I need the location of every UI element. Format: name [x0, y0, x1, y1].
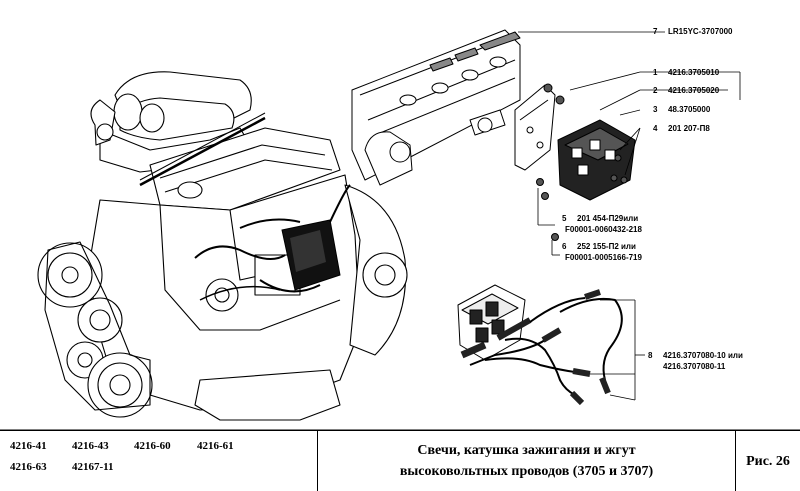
engine-model: 4216-61 [197, 440, 234, 452]
callout-part-number: 252 155-П2 или [577, 242, 636, 251]
callout-part-number: 4216.3707080-10 или [663, 351, 743, 360]
title-cell: Свечи, катушка зажигания и жгут высоково… [318, 430, 736, 491]
callout-number: 2 [653, 86, 658, 95]
callout-number: 3 [653, 105, 658, 114]
figure-number-cell: Рис. 26 [736, 430, 800, 491]
engine-model: 4216-60 [134, 440, 171, 452]
callout-part-number: 4216.3705010 [668, 68, 720, 77]
callout-part-number-alt: F00001-0005166-719 [565, 253, 642, 262]
callout-number: 1 [653, 68, 658, 77]
engine-model: 4216-41 [10, 440, 47, 452]
engine-model: 4216-63 [10, 461, 47, 473]
callout-number: 8 [648, 351, 653, 360]
ignition-coil-drawing [557, 119, 636, 201]
callout-part-number: 4216.3705020 [668, 86, 720, 95]
callout-part-number: 201 207-П8 [668, 124, 710, 133]
engine-drawing [37, 71, 408, 421]
engine-coil-assembly [194, 184, 351, 301]
callout-number: 7 [653, 27, 658, 36]
wire-harness-drawing [457, 284, 623, 406]
callout-part-number-alt: 4216.3707080-11 [663, 362, 726, 371]
callout-number: 6 [562, 242, 567, 251]
engine-model: 42167-11 [72, 461, 114, 473]
callout-part-number: 48.3705000 [668, 105, 711, 114]
callout-leaders [518, 31, 741, 401]
callout-part-number: 201 454-П29или [577, 214, 639, 223]
head-section-drawing [351, 29, 565, 241]
applicability-cell: 4216-41 4216-43 4216-60 4216-61 4216-63 … [0, 430, 318, 491]
title-block: 4216-41 4216-43 4216-60 4216-61 4216-63 … [0, 430, 800, 491]
engine-model: 4216-43 [72, 440, 109, 452]
callout-part-number-alt: F00001-0060432-218 [565, 225, 642, 234]
figure-number: Рис. 26 [746, 454, 790, 469]
callout-number: 5 [562, 214, 567, 223]
callout-number: 4 [653, 124, 658, 133]
figure-title-line-1: Свечи, катушка зажигания и жгут [417, 443, 636, 458]
figure-title-line-2: высоковольтных проводов (3705 и 3707) [399, 464, 654, 479]
callout-part-number: LR15YC-3707000 [668, 27, 733, 36]
